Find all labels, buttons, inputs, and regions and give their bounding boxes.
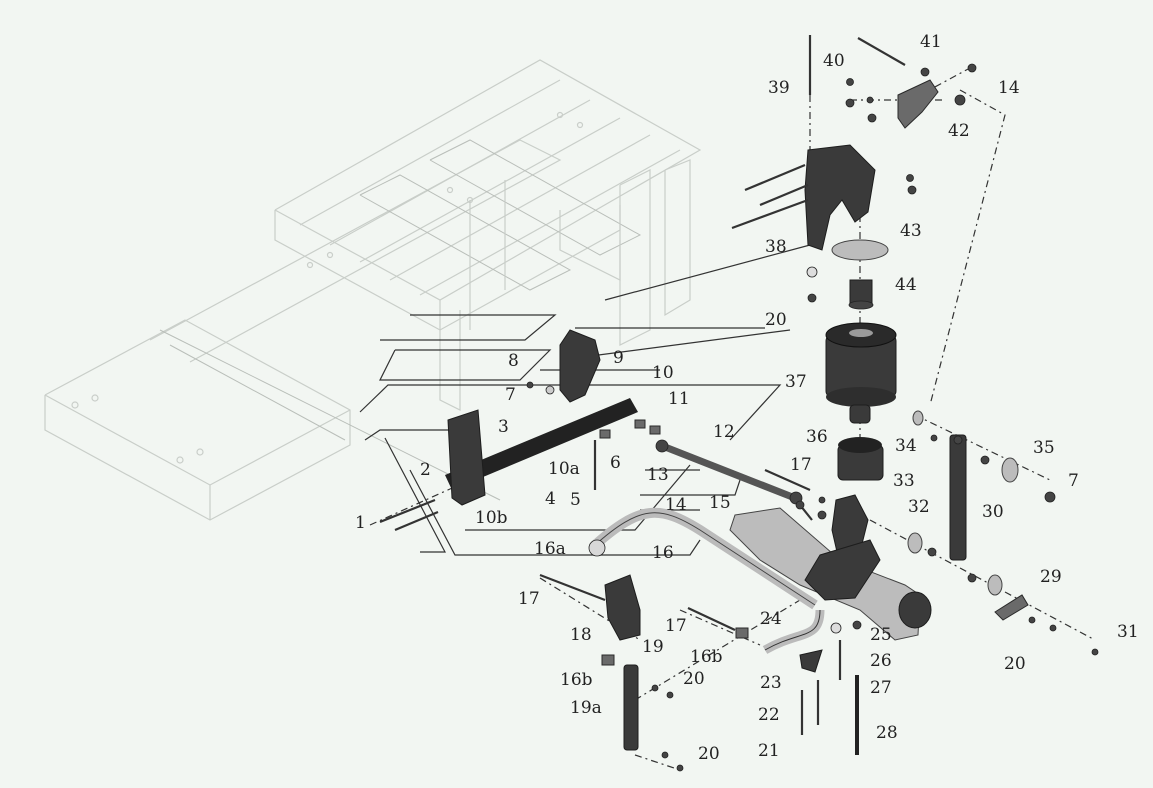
label-10b: 10b — [475, 508, 508, 528]
label-20-bottom: 20 — [698, 744, 720, 764]
plate-29 — [994, 594, 1029, 621]
label-16a: 16a — [534, 539, 566, 559]
bushing-16b — [601, 654, 615, 666]
parts — [379, 35, 1099, 772]
axle-beam — [729, 507, 932, 641]
label-30: 30 — [982, 502, 1004, 522]
washer-32 — [907, 532, 923, 554]
label-26: 26 — [870, 651, 892, 671]
label-25: 25 — [870, 625, 892, 645]
air-spring-37 — [825, 322, 897, 407]
leader-panels — [359, 244, 811, 556]
label-15: 15 — [709, 493, 731, 513]
label-37: 37 — [785, 372, 807, 392]
label-19a: 19a — [570, 698, 602, 718]
label-32: 32 — [908, 497, 930, 517]
label-34: 34 — [895, 436, 917, 456]
part-36 — [849, 404, 871, 424]
stabilizer-rod-16 — [588, 507, 818, 610]
bracket-41 — [897, 79, 939, 129]
label-17-top: 17 — [790, 455, 812, 475]
label-14-low: 14 — [665, 495, 687, 515]
label-44: 44 — [895, 275, 917, 295]
label-8: 8 — [508, 351, 519, 371]
plate-43 — [831, 239, 889, 261]
label-4: 4 — [545, 489, 556, 509]
label-11: 11 — [668, 389, 690, 409]
label-5: 5 — [570, 490, 581, 510]
label-12: 12 — [713, 422, 735, 442]
label-23: 23 — [760, 673, 782, 693]
label-9: 9 — [613, 348, 624, 368]
label-16b-left: 16b — [560, 670, 593, 690]
label-27: 27 — [870, 678, 892, 698]
label-35: 35 — [1033, 438, 1055, 458]
label-1: 1 — [355, 513, 366, 533]
label-17-mid: 17 — [665, 616, 687, 636]
label-20-top: 20 — [765, 310, 787, 330]
bump-44 — [849, 279, 873, 305]
label-40: 40 — [823, 51, 845, 71]
label-16: 16 — [652, 543, 674, 563]
callout-labels: 1 2 3 4 5 6 7 7 8 9 10 10a 10b 11 12 13 … — [355, 32, 1139, 764]
link-19a — [623, 664, 639, 751]
label-2: 2 — [420, 460, 431, 480]
label-29: 29 — [1040, 567, 1062, 587]
label-10: 10 — [652, 363, 674, 383]
label-33: 33 — [893, 471, 915, 491]
label-42: 42 — [948, 121, 970, 141]
shock-absorber-30 — [949, 434, 967, 561]
label-18: 18 — [570, 625, 592, 645]
label-7-left: 7 — [505, 385, 516, 405]
bracket-18 — [604, 574, 641, 641]
label-20-mid: 20 — [683, 669, 705, 689]
chassis-frame — [44, 59, 702, 521]
label-20-right: 20 — [1004, 654, 1026, 674]
label-7-right: 7 — [1068, 471, 1079, 491]
part-34 — [837, 437, 884, 481]
label-28: 28 — [876, 723, 898, 743]
upper-bracket-38 — [804, 144, 876, 251]
beam-10 — [445, 329, 638, 506]
label-41: 41 — [920, 32, 942, 52]
label-24: 24 — [760, 609, 782, 629]
label-31: 31 — [1117, 622, 1139, 642]
label-43: 43 — [900, 221, 922, 241]
label-14-top: 14 — [998, 78, 1020, 98]
label-10a: 10a — [548, 459, 580, 479]
label-16b-right: 16b — [690, 647, 723, 667]
label-19: 19 — [642, 637, 664, 657]
label-17-left: 17 — [518, 589, 540, 609]
label-22: 22 — [758, 705, 780, 725]
bolt-40 — [857, 37, 906, 66]
part-23 — [799, 649, 823, 673]
label-13: 13 — [647, 465, 669, 485]
label-36: 36 — [806, 427, 828, 447]
label-21: 21 — [758, 741, 780, 761]
label-3: 3 — [498, 417, 509, 437]
washer-35 — [1001, 457, 1019, 483]
label-6: 6 — [610, 453, 621, 473]
label-38: 38 — [765, 237, 787, 257]
label-39: 39 — [768, 78, 790, 98]
